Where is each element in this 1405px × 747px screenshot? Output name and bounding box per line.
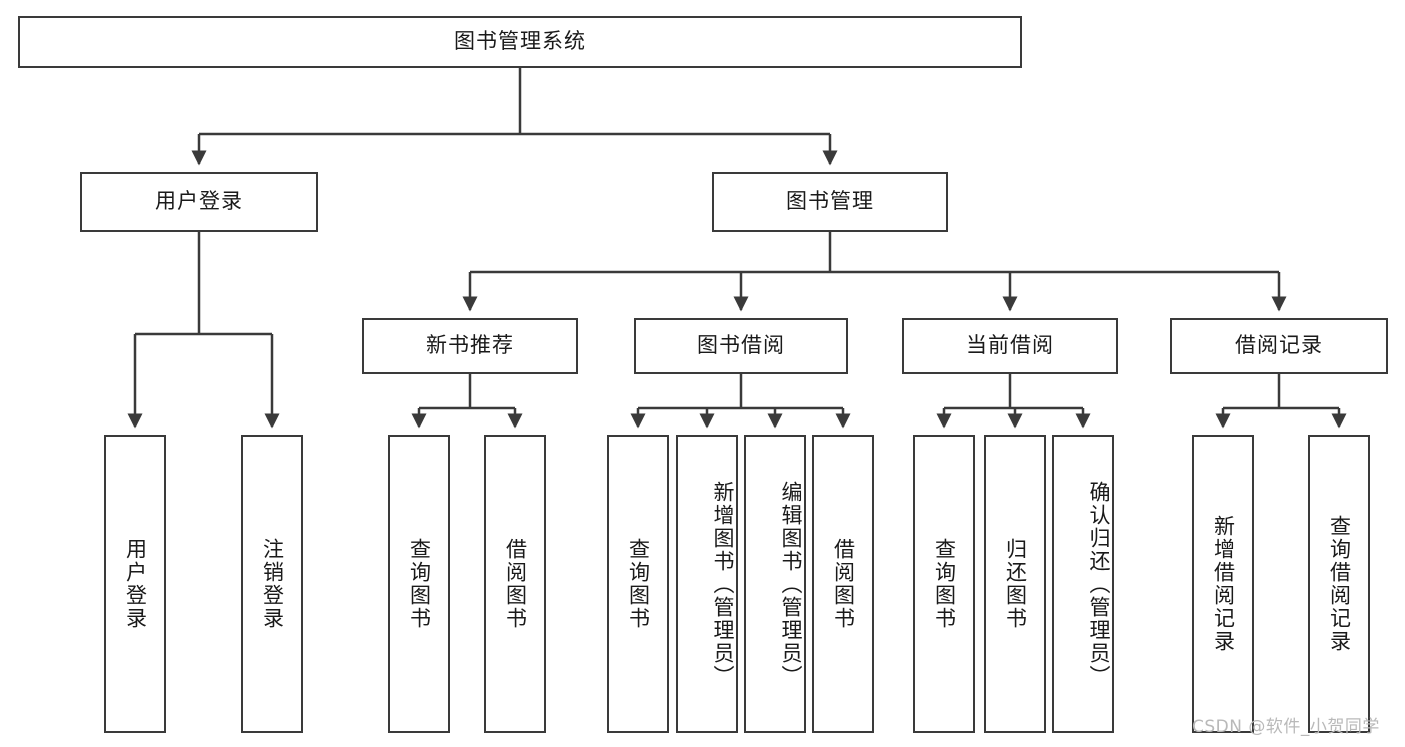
node-leaf-query-book-3[interactable]: 查询图书 (913, 435, 975, 733)
node-leaf-return-book[interactable]: 归还图书 (984, 435, 1046, 733)
node-new-book-rec-label: 新书推荐 (426, 333, 514, 358)
node-leaf-add-record[interactable]: 新增借阅记录 (1192, 435, 1254, 733)
node-leaf-add-book[interactable]: 新增图书（管理员） (676, 435, 738, 733)
node-book-borrow-label: 图书借阅 (697, 333, 785, 358)
node-book-manage[interactable]: 图书管理 (712, 172, 948, 232)
node-user-login[interactable]: 用户登录 (80, 172, 318, 232)
node-root-label: 图书管理系统 (454, 29, 586, 54)
node-leaf-query-book-1[interactable]: 查询图书 (388, 435, 450, 733)
node-leaf-logout[interactable]: 注销登录 (241, 435, 303, 733)
node-leaf-edit-book[interactable]: 编辑图书（管理员） (744, 435, 806, 733)
node-leaf-confirm-return[interactable]: 确认归还（管理员） (1052, 435, 1114, 733)
node-borrow-record[interactable]: 借阅记录 (1170, 318, 1388, 374)
node-book-borrow[interactable]: 图书借阅 (634, 318, 848, 374)
node-book-manage-label: 图书管理 (786, 189, 874, 214)
node-user-login-label: 用户登录 (155, 189, 243, 214)
node-leaf-user-login[interactable]: 用户登录 (104, 435, 166, 733)
node-new-book-rec[interactable]: 新书推荐 (362, 318, 578, 374)
node-current-borrow[interactable]: 当前借阅 (902, 318, 1118, 374)
node-leaf-borrow-book-1[interactable]: 借阅图书 (484, 435, 546, 733)
node-leaf-borrow-book-2[interactable]: 借阅图书 (812, 435, 874, 733)
node-root[interactable]: 图书管理系统 (18, 16, 1022, 68)
node-borrow-record-label: 借阅记录 (1235, 333, 1323, 358)
node-leaf-query-record[interactable]: 查询借阅记录 (1308, 435, 1370, 733)
node-current-borrow-label: 当前借阅 (966, 333, 1054, 358)
node-leaf-query-book-2[interactable]: 查询图书 (607, 435, 669, 733)
watermark: CSDN @软件_小贺同学 (1192, 717, 1380, 737)
